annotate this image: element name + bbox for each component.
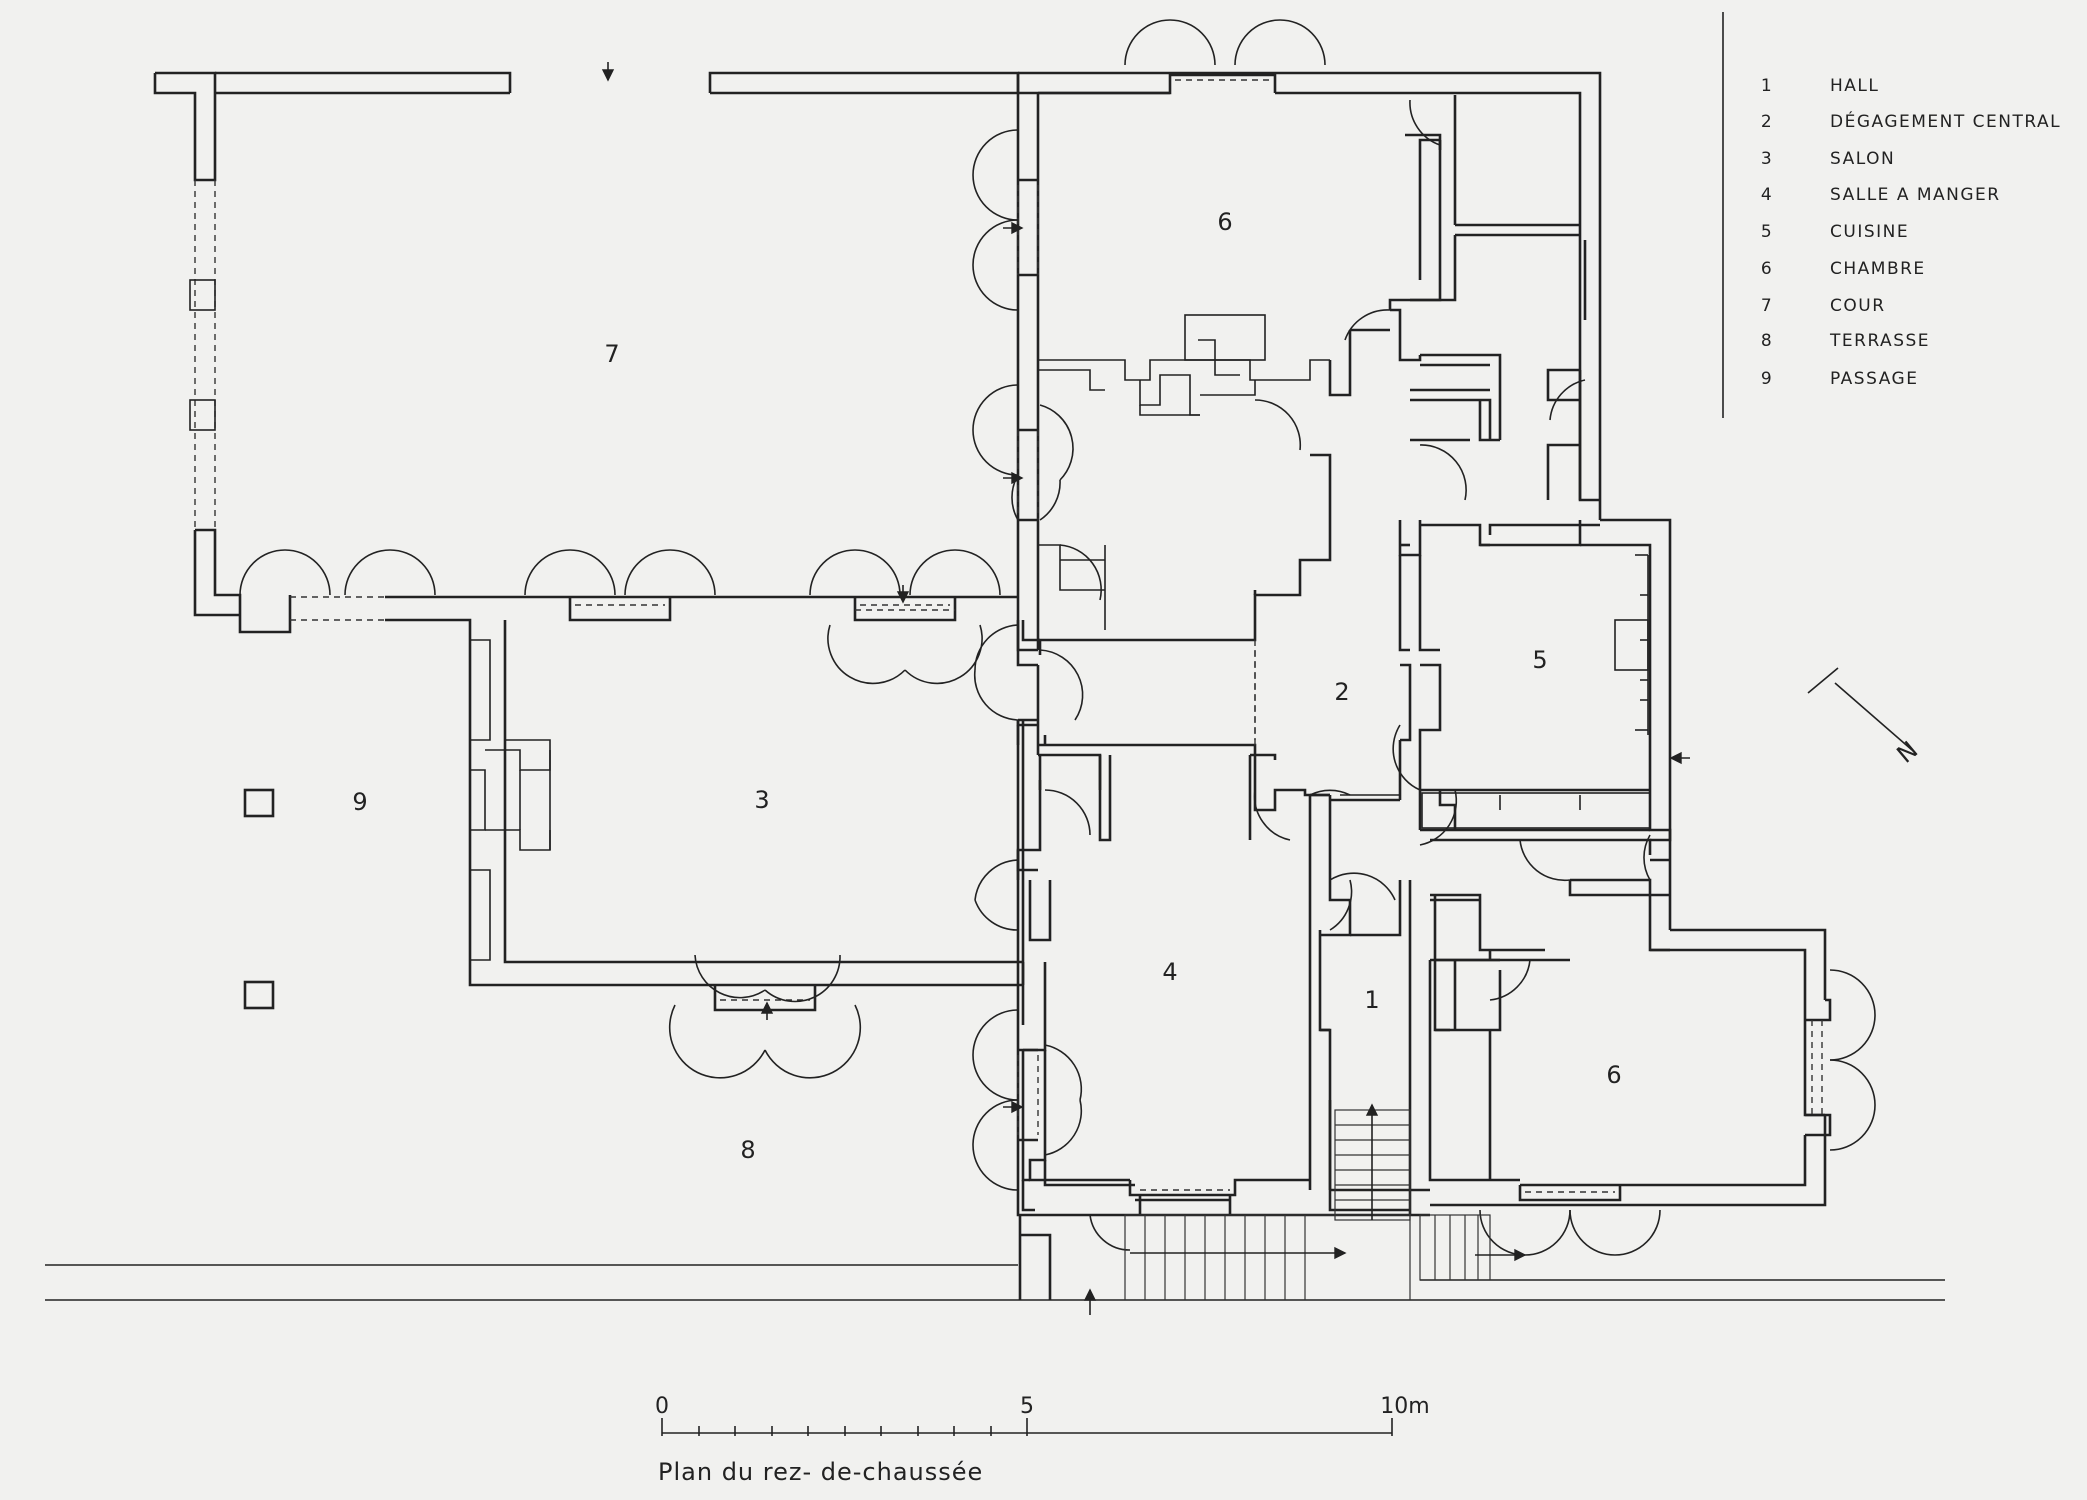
scale-label-10m: 10m	[1380, 1394, 1429, 1419]
legend-num-3: 3	[1761, 149, 1773, 169]
legend-label-5: CUISINE	[1830, 222, 1909, 242]
room-label-chambre-north: 6	[1217, 208, 1232, 236]
legend-label-2: DÉGAGEMENT CENTRAL	[1830, 110, 2061, 132]
legend-label-9: PASSAGE	[1830, 369, 1918, 389]
room-label-degagement: 2	[1334, 678, 1349, 706]
legend-label-8: TERRASSE	[1829, 331, 1930, 351]
room-label-cour: 7	[604, 340, 619, 368]
legend-num-7: 7	[1761, 296, 1773, 316]
scale-label-5: 5	[1020, 1394, 1034, 1419]
legend-num-1: 1	[1761, 76, 1773, 96]
room-label-chambre-south: 6	[1606, 1061, 1621, 1089]
legend-num-4: 4	[1761, 185, 1773, 205]
room-label-terrasse: 8	[740, 1136, 755, 1164]
walls	[45, 71, 1945, 1301]
room-label-passage: 9	[352, 788, 367, 816]
legend-label-1: HALL	[1830, 76, 1879, 96]
pillar	[243, 788, 275, 818]
plan-caption: Plan du rez- de-chaussée	[658, 1458, 983, 1486]
doors	[239, 19, 1876, 1256]
legend-num-9: 9	[1761, 369, 1773, 389]
entry-arrows	[601, 62, 1690, 1315]
legend-label-6: CHAMBRE	[1830, 259, 1926, 279]
room-label-salle-a-manger: 4	[1162, 958, 1177, 986]
north-arrow: N	[1807, 667, 1923, 769]
scale-label-0: 0	[655, 1394, 669, 1419]
room-label-cuisine: 5	[1532, 646, 1547, 674]
pillar	[243, 980, 275, 1010]
legend-label-7: COUR	[1830, 296, 1886, 316]
scale-bar: 0 5 10m	[655, 1394, 1430, 1436]
legend-num-6: 6	[1761, 259, 1773, 279]
room-label-salon: 3	[754, 786, 769, 814]
legend-num-2: 2	[1761, 112, 1773, 132]
legend-label-4: SALLE A MANGER	[1830, 185, 2001, 205]
north-letter: N	[1891, 736, 1923, 769]
legend-num-5: 5	[1761, 222, 1773, 242]
room-label-hall: 1	[1364, 986, 1379, 1014]
legend-num-8: 8	[1761, 331, 1773, 351]
legend-label-3: SALON	[1830, 149, 1895, 169]
legend: 1 HALL 2 DÉGAGEMENT CENTRAL 3 SALON 4 SA…	[1722, 12, 2061, 418]
room-labels: 7 6 2 5 3 9 4 1 6 8	[352, 208, 1621, 1164]
